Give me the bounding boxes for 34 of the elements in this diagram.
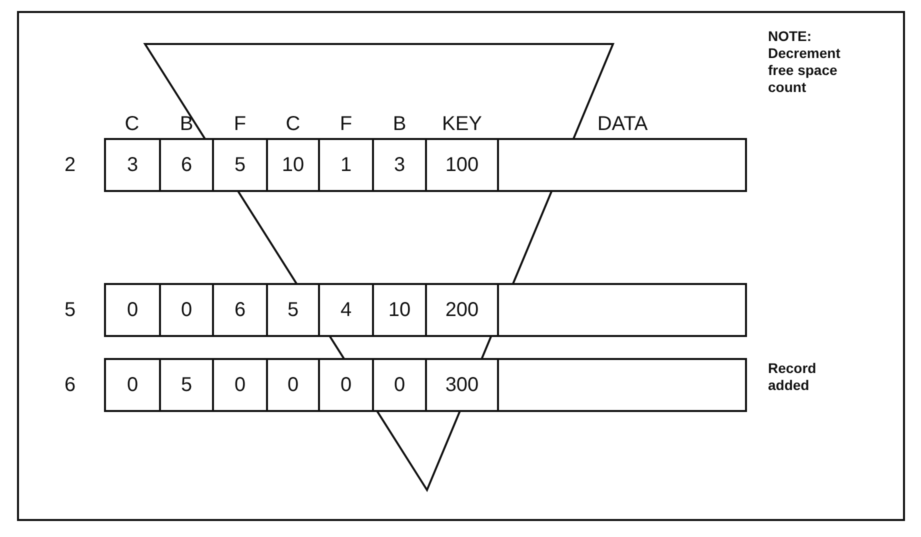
column-header: B <box>392 112 408 136</box>
table-cell: 4 <box>318 283 374 337</box>
table-cell: 10 <box>266 138 320 192</box>
table-cell: 0 <box>372 358 427 412</box>
table-cell: 6 <box>212 283 268 337</box>
table-cell: 0 <box>159 283 214 337</box>
table-cell: 3 <box>372 138 427 192</box>
table-cell: 1 <box>318 138 374 192</box>
column-header: KEY <box>440 112 484 136</box>
column-header: C <box>124 112 140 136</box>
table-cell: 10 <box>372 283 427 337</box>
table-cell: 5 <box>266 283 320 337</box>
table-cell: 300 <box>425 358 499 412</box>
column-header: B <box>178 112 194 136</box>
column-header: DATA <box>596 112 649 136</box>
table-cell: 5 <box>159 358 214 412</box>
row-number: 6 <box>63 373 77 397</box>
row-number: 5 <box>63 298 77 322</box>
table-cell: 0 <box>266 358 320 412</box>
column-header: C <box>284 112 302 136</box>
table-cell: 6 <box>159 138 214 192</box>
note-text: Record added <box>768 360 818 394</box>
note-text: NOTE: Decrement free space count <box>768 28 842 96</box>
table-cell: 0 <box>212 358 268 412</box>
table-cell: 0 <box>104 358 161 412</box>
row-number: 2 <box>63 153 77 177</box>
table-cell: 200 <box>425 283 499 337</box>
table-cell: 0 <box>104 283 161 337</box>
table-cell: 100 <box>425 138 499 192</box>
table-cell: 0 <box>318 358 374 412</box>
column-header: F <box>232 112 248 136</box>
table-cell: 5 <box>212 138 268 192</box>
table-cell: 3 <box>104 138 161 192</box>
column-header: F <box>338 112 354 136</box>
